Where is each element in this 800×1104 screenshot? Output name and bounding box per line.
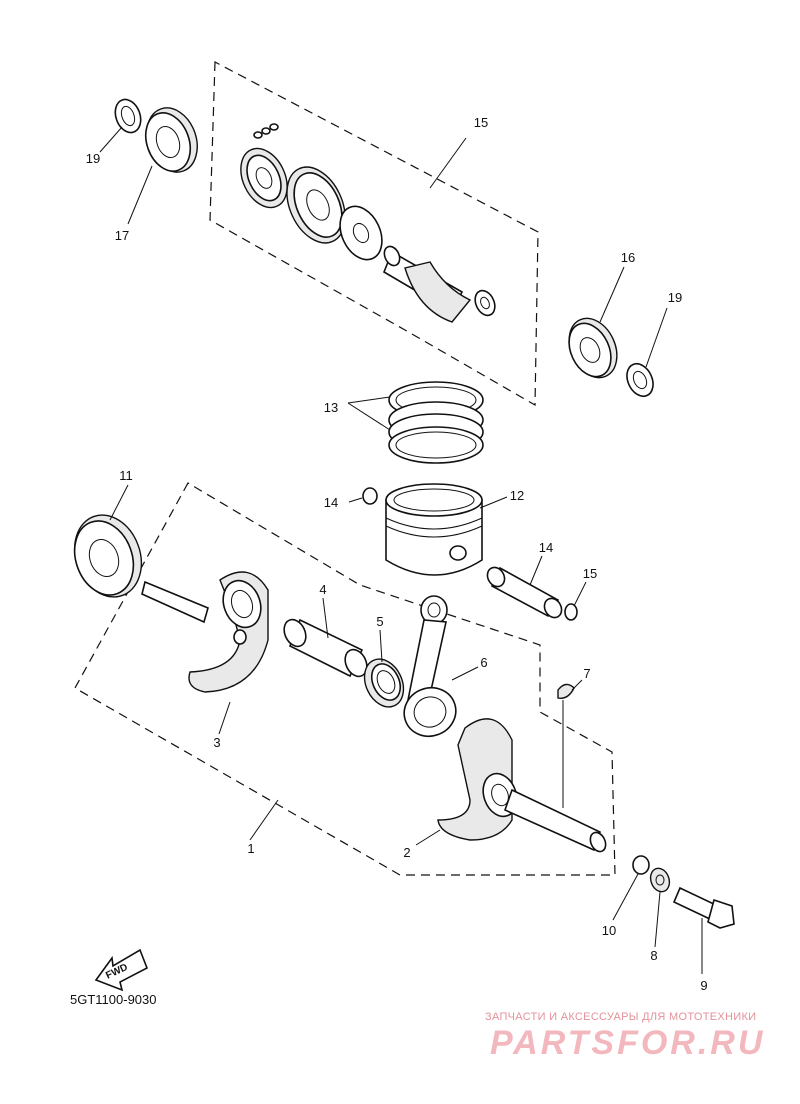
oil-seal-19-right (626, 362, 654, 398)
callout-15-right: 15 (583, 566, 597, 581)
crank-right-2 (437, 718, 607, 853)
callout-14: 14 (539, 540, 553, 555)
balancer-assembly-16 (240, 123, 496, 323)
piston-pin-14 (486, 566, 563, 619)
group-outline-1 (74, 482, 616, 876)
callout-19-right: 19 (668, 290, 682, 305)
callout-4: 4 (319, 582, 326, 597)
callout-8: 8 (650, 948, 657, 963)
callout-1: 1 (247, 841, 254, 856)
callout-19-top: 19 (86, 151, 100, 166)
callout-15-left: 14 (324, 495, 338, 510)
callout-11: 11 (119, 468, 133, 483)
callout-18: 17 (115, 228, 129, 243)
o-ring-10 (632, 855, 650, 875)
callout-3: 3 (213, 735, 220, 750)
bearing-17 (568, 317, 618, 379)
circlip-15-right (564, 603, 578, 621)
crank-pin-4 (283, 618, 368, 678)
callout-6: 6 (480, 655, 487, 670)
callout-17: 16 (621, 250, 635, 265)
callout-16: 15 (474, 115, 488, 130)
callout-labels: 19 17 15 16 19 13 11 14 12 14 15 4 5 6 7… (86, 115, 708, 993)
fwd-arrow-icon: FWD (94, 948, 149, 992)
bearing-18 (144, 107, 198, 173)
piston-12 (385, 483, 483, 576)
washer-8 (649, 867, 671, 893)
needle-bearing-5 (363, 658, 405, 708)
callout-2: 2 (403, 845, 410, 860)
circlip-15-left (362, 487, 378, 505)
callout-12: 12 (510, 488, 524, 503)
woodruff-key-7 (557, 683, 575, 699)
diagram-code: 5GT1100-9030 (70, 992, 157, 1007)
crank-left-3 (141, 571, 269, 693)
callout-10: 10 (602, 923, 616, 938)
leader-lines (99, 126, 703, 974)
watermark-brand: PARTSFOR.RU (490, 1024, 765, 1062)
group-outline-16 (209, 61, 539, 407)
callout-9: 9 (700, 978, 707, 993)
connecting-rod-6 (403, 595, 457, 738)
piston-ring-set-13 (388, 381, 484, 464)
bearing-11 (73, 514, 143, 598)
callout-5: 5 (376, 614, 383, 629)
bolt-9 (672, 886, 735, 929)
oil-seal-19-top (114, 98, 142, 134)
callout-7: 7 (583, 666, 590, 681)
watermark-tagline: ЗАПЧАСТИ И АКСЕССУАРЫ ДЛЯ МОТОТЕХНИКИ (485, 1011, 756, 1023)
callout-13: 13 (324, 400, 338, 415)
